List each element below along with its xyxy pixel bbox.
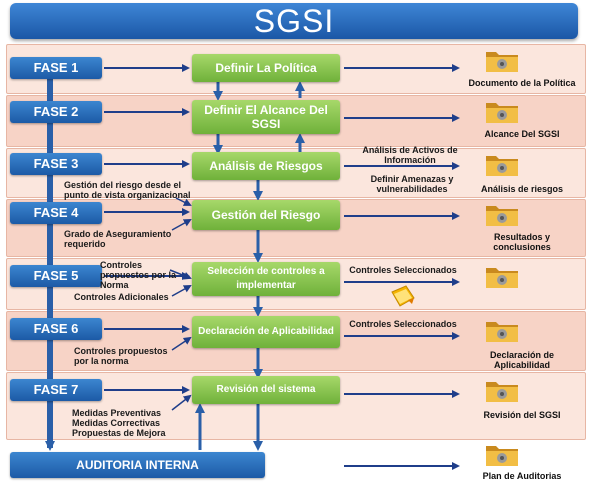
phase-6: FASE 6 xyxy=(10,318,102,340)
output-3: Análisis de riesgos xyxy=(462,150,582,194)
input-controles-norma-5: Controles propuestos por la Norma xyxy=(100,260,177,290)
output-4: Resultados y conclusiones xyxy=(462,200,582,254)
phase-2: FASE 2 xyxy=(10,101,102,123)
folder-icon xyxy=(486,268,518,288)
step-gestion-riesgo: Gestión del Riesgo xyxy=(192,200,340,230)
phase-5: FASE 5 xyxy=(10,265,102,287)
step-definir-alcance: Definir El Alcance Del SGSI xyxy=(192,100,340,134)
output-plan-auditorias: Plan de Auditorias xyxy=(482,471,562,481)
output-5 xyxy=(462,262,582,302)
label-analisis-activos: Análisis de Activos de Información xyxy=(362,145,458,165)
phase-1: FASE 1 xyxy=(10,57,102,79)
folder-icon xyxy=(486,156,518,176)
phase-3: FASE 3 xyxy=(10,153,102,175)
auditoria-interna: AUDITORIA INTERNA xyxy=(10,452,265,478)
label-definir-amenazas: Definir Amenazas y vulnerabilidades xyxy=(370,174,454,194)
output-alcance-sgsi: Alcance Del SGSI xyxy=(484,129,560,139)
folder-icon xyxy=(486,206,518,226)
input-grado-aseguramiento: Grado de Aseguramiento requerido xyxy=(64,229,172,249)
phase-4: FASE 4 xyxy=(10,202,102,224)
label-controles-seleccionados-2: Controles Seleccionados xyxy=(349,319,457,329)
folder-icon xyxy=(486,103,518,123)
phase-7: FASE 7 xyxy=(10,379,102,401)
step-analisis-riesgos: Análisis de Riesgos xyxy=(192,152,340,180)
input-controles-norma-6: Controles propuestos por la norma xyxy=(74,346,168,366)
output-revision-sgsi: Revisión del SGSI xyxy=(483,410,561,420)
label-controles-seleccionados-1: Controles Seleccionados xyxy=(349,265,457,275)
output-documento-politica: Documento de la Política xyxy=(468,78,576,88)
notes-icon xyxy=(391,285,415,307)
folder-icon xyxy=(486,52,518,72)
output-declaracion-aplicabilidad: Declaración de Aplicabilidad xyxy=(489,350,555,370)
folder-icon xyxy=(486,382,518,402)
diagram-title: SGSI xyxy=(10,3,578,39)
output-1: Documento de la Política xyxy=(462,46,582,90)
output-7: Revisión del SGSI xyxy=(462,376,582,424)
output-analisis-riesgos: Análisis de riesgos xyxy=(480,184,564,194)
output-2: Alcance Del SGSI xyxy=(462,97,582,141)
input-medidas: Medidas Preventivas Medidas Correctivas … xyxy=(72,408,166,438)
step-definir-politica: Definir La Política xyxy=(192,54,340,82)
step-declaracion-aplicabilidad: Declaración de Aplicabilidad xyxy=(192,316,340,348)
step-seleccion-controles: Selección de controles a implementar xyxy=(192,262,340,296)
step-revision-sistema: Revisión del sistema xyxy=(192,376,340,404)
output-8: Plan de Auditorias xyxy=(462,440,582,484)
output-6: Declaración de Aplicabilidad xyxy=(462,316,582,372)
folder-icon xyxy=(486,322,518,342)
input-gestion-riesgo: Gestión del riesgo desde el punto de vis… xyxy=(64,180,191,200)
input-controles-adicionales: Controles Adicionales xyxy=(74,292,169,302)
output-resultados-conclusiones: Resultados y conclusiones xyxy=(493,232,551,252)
folder-icon xyxy=(486,446,518,466)
